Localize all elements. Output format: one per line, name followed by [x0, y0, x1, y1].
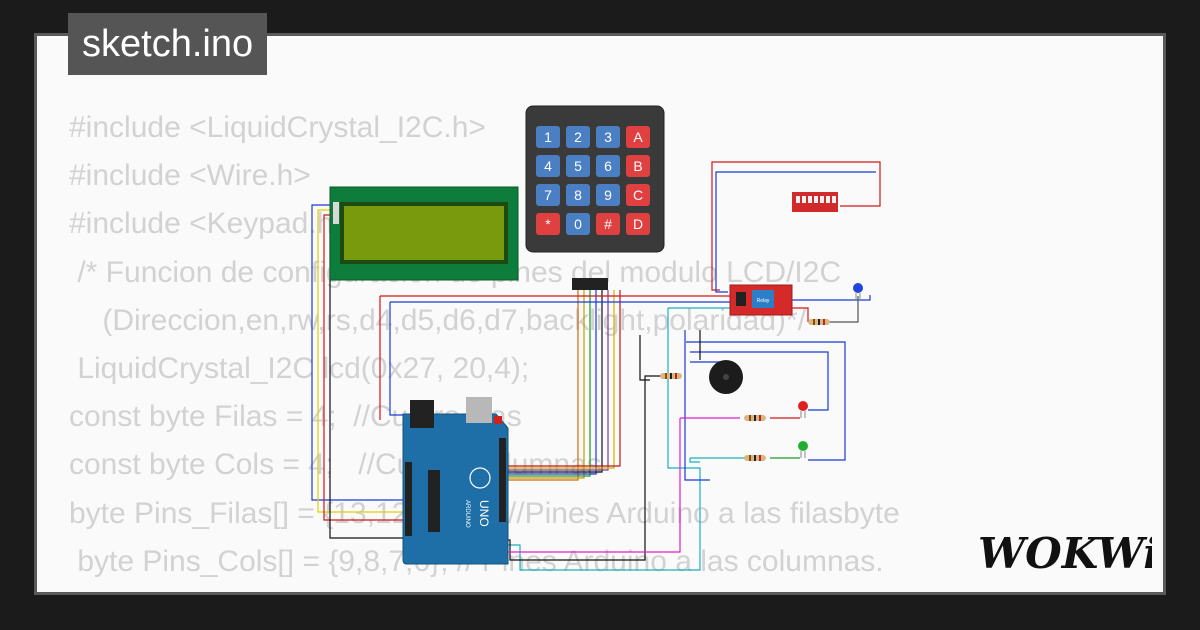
keypad-key-label: 9	[604, 187, 612, 203]
dip-switch	[792, 192, 838, 212]
sketch-filename-tag: sketch.ino	[68, 13, 268, 75]
code-line: #include <Wire.h>	[69, 159, 311, 193]
keypad-key[interactable]: 9	[596, 184, 620, 206]
led-red	[798, 401, 808, 418]
keypad-key[interactable]: 6	[596, 155, 620, 177]
keypad-key-label: B	[633, 158, 642, 174]
wokwi-logo: WOKWi	[978, 529, 1152, 578]
keypad-key-label: *	[545, 216, 551, 232]
keypad-key-label: 5	[574, 158, 582, 174]
led-green	[798, 441, 808, 458]
keypad-key-label: 4	[544, 158, 552, 174]
code-line: LiquidCrystal_I2C lcd(0x27, 20,4);	[77, 352, 530, 386]
resistor	[660, 373, 682, 379]
code-line: byte Pins_Cols[] = {9,8,7,6}; // Pines A…	[77, 544, 884, 578]
keypad-key[interactable]: 2	[566, 126, 590, 148]
keypad-key-label: C	[633, 187, 643, 203]
keypad-key[interactable]: 0	[566, 213, 590, 235]
wokwi-logo-text: WOKWi	[978, 529, 1152, 578]
keypad-key[interactable]: 1	[536, 126, 560, 148]
keypad-key[interactable]: 5	[566, 155, 590, 177]
keypad-key[interactable]: 3	[596, 126, 620, 148]
keypad-key[interactable]: A	[626, 126, 650, 148]
arduino-uno: ARDUINO UNO	[402, 397, 509, 565]
lcd-display	[329, 186, 519, 281]
keypad-key[interactable]: *	[536, 213, 560, 235]
arduino-brand: ARDUINO	[464, 500, 470, 528]
resistor	[744, 415, 766, 421]
keypad-4x4: 1 2 3 A 4 5 6 B 7 8 9 C * 0 # D	[525, 105, 665, 290]
code-preview: #include <LiquidCrystal_I2C.h> #include …	[69, 104, 900, 592]
keypad-key-label: D	[633, 216, 643, 232]
keypad-key[interactable]: C	[626, 184, 650, 206]
lcd-i2c-pins	[333, 202, 339, 224]
keypad-key[interactable]: 8	[566, 184, 590, 206]
keypad-key-label: #	[604, 216, 612, 232]
resistor	[744, 455, 766, 461]
keypad-key-label: A	[633, 129, 643, 145]
keypad-key-label: 2	[574, 129, 582, 145]
keypad-key[interactable]: B	[626, 155, 650, 177]
relay-module: Relay	[729, 284, 793, 316]
keypad-key-label: 0	[574, 216, 582, 232]
keypad-key[interactable]: D	[626, 213, 650, 235]
keypad-key-label: 1	[544, 129, 552, 145]
resistor	[808, 319, 830, 325]
keypad-key-label: 7	[544, 187, 552, 203]
relay-label: Relay	[757, 298, 770, 304]
keypad-key[interactable]: 7	[536, 184, 560, 206]
keypad-key[interactable]: #	[596, 213, 620, 235]
arduino-model: UNO	[477, 500, 491, 527]
code-line: #include <LiquidCrystal_I2C.h>	[69, 111, 486, 144]
led-blue	[853, 283, 863, 300]
code-line: /* Funcion de configuracion de pines del…	[77, 255, 842, 289]
keypad-key[interactable]: 4	[536, 155, 560, 177]
buzzer	[709, 360, 743, 394]
keypad-key-label: 3	[604, 129, 612, 145]
keypad-connector	[572, 278, 608, 290]
code-line: (Direccion,en,rw,rs,d4,d5,d6,d7,backligh…	[102, 303, 807, 337]
keypad-key-label: 6	[604, 158, 612, 174]
keypad-key-label: 8	[574, 187, 582, 203]
